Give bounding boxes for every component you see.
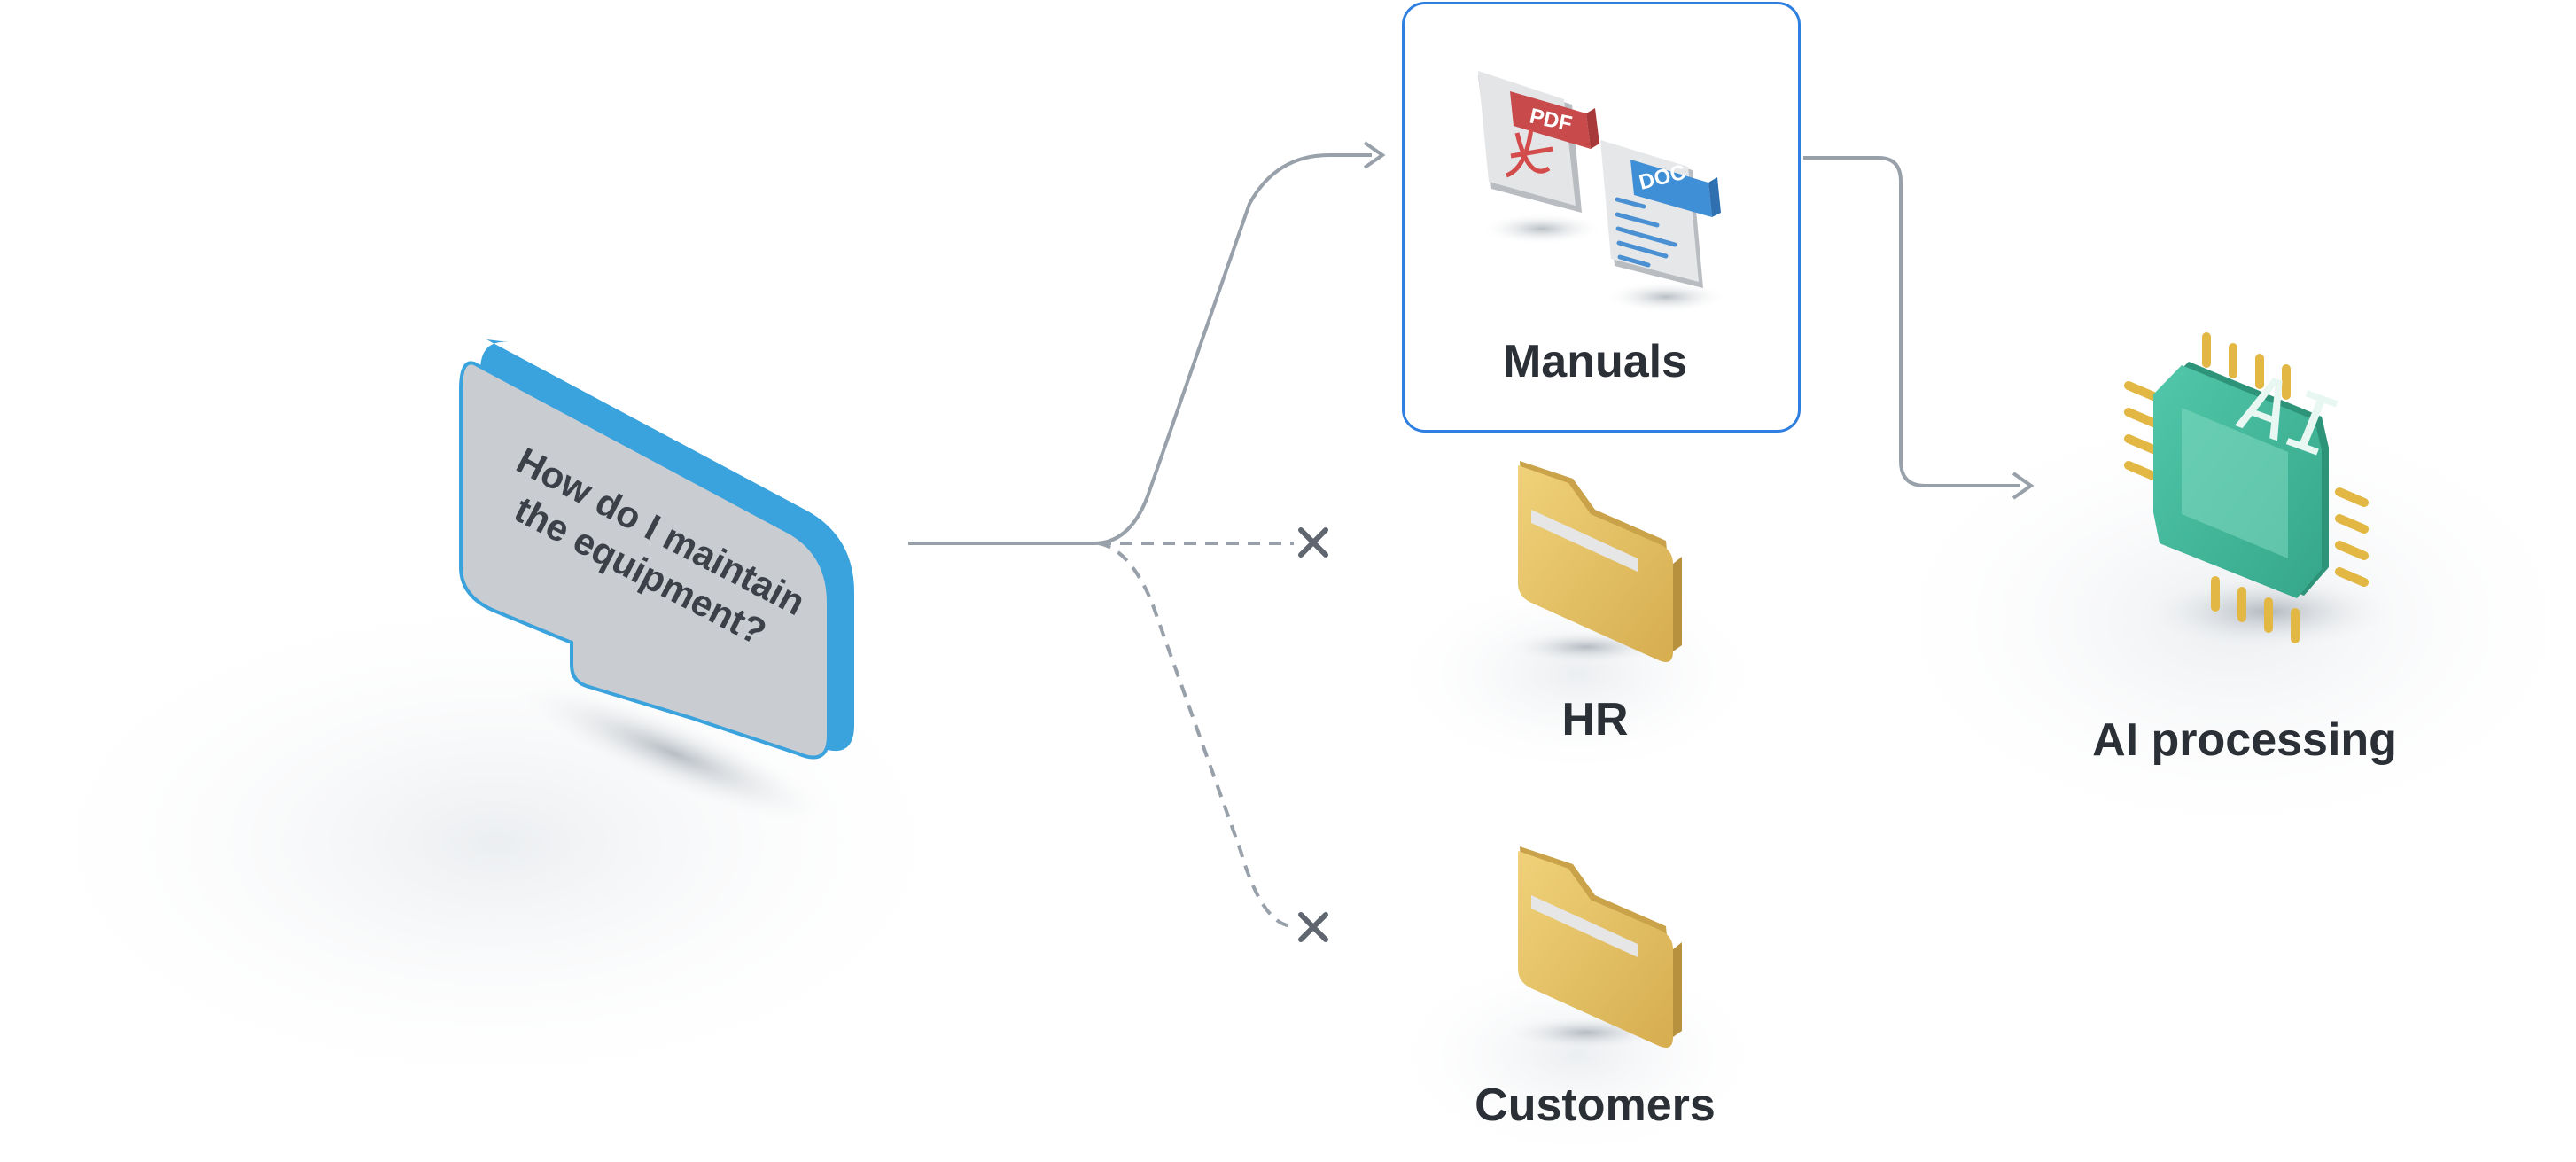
connector-to-ai (1803, 156, 2020, 487)
rejected-x-icon-hr (1298, 527, 1328, 558)
connector-to-customers (1098, 542, 1295, 928)
customers-folder-icon (1502, 846, 1682, 1050)
customers-label: Customers (1475, 1080, 1716, 1131)
pdf-document-icon (1478, 71, 1604, 245)
rejected-x-icon-customers (1298, 912, 1328, 942)
hr-label: HR (1561, 694, 1629, 745)
arrowhead-ai (2012, 472, 2035, 500)
connectors (908, 141, 2035, 942)
ai-chip-icon (2124, 332, 2401, 651)
ai-processing-label: AI processing (2092, 714, 2397, 766)
arrowhead-manuals (1363, 141, 1386, 169)
manuals-selection-box[interactable] (1402, 2, 1801, 433)
connector-to-manuals (1093, 153, 1372, 545)
speech-bubble-icon (459, 339, 854, 828)
doc-document-icon (1600, 140, 1728, 313)
manuals-label: Manuals (1502, 336, 1688, 387)
hr-folder-icon (1502, 461, 1682, 665)
